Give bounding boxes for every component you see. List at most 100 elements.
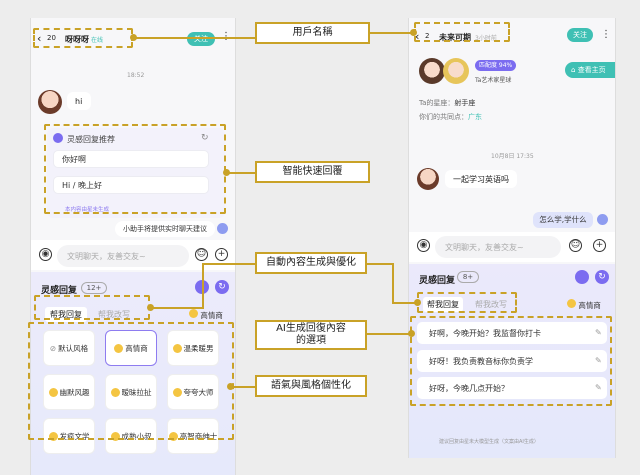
style-label: 高情商 xyxy=(125,343,148,353)
my-avatar[interactable] xyxy=(419,58,445,84)
match-badge: 匹配度 94% xyxy=(475,60,517,71)
common-value: 广东 xyxy=(468,113,482,121)
callout-ai-options: AI生成回復內容 的選項 xyxy=(255,320,367,350)
edit-icon[interactable]: ✎ xyxy=(595,383,602,392)
connector-dot xyxy=(223,169,230,176)
message-time: 10月8日 17:35 xyxy=(491,153,534,160)
connector-line xyxy=(392,263,394,303)
highlight-left-username xyxy=(33,28,133,48)
connector-dot xyxy=(227,383,234,390)
voice-icon[interactable]: ◉ xyxy=(39,248,52,261)
edit-icon[interactable]: ✎ xyxy=(595,328,602,337)
style-gentleman[interactable]: 高智商绅士 xyxy=(167,418,219,454)
emoji-icon xyxy=(172,343,182,353)
relation-label: Ta艺术家星球 xyxy=(475,77,512,84)
reply-option[interactable]: 好呀，今晚几点开始？ xyxy=(417,377,607,399)
callout-tone-style: 語氣與風格個性化 xyxy=(255,375,367,397)
settings-icon[interactable] xyxy=(575,270,589,284)
message-input[interactable]: 文明聊天，友善交友~ xyxy=(57,245,189,267)
style-default[interactable]: ⊘默认风格 xyxy=(43,330,95,366)
left-chat-screen: ‹ 20 呀呀呀 在线 关注 ⋮ 18:52 hi 灵感回复推荐 ↻ 你好啊 H… xyxy=(30,18,236,475)
tab-polish[interactable]: 帮我改写 xyxy=(475,300,507,309)
mood-label: 高情商 xyxy=(200,311,223,320)
connector-line xyxy=(230,386,256,388)
zodiac-value: 射手座 xyxy=(454,99,476,107)
connector-dot xyxy=(414,299,421,306)
emoji-icon xyxy=(48,431,58,441)
refresh-icon[interactable]: ↻ xyxy=(215,280,229,294)
connector-line xyxy=(366,263,394,265)
highlight-style-grid xyxy=(28,322,234,440)
assistant-icon xyxy=(217,223,228,234)
connector-line xyxy=(133,37,255,39)
suggestion-item[interactable]: 你好啊 xyxy=(53,150,209,168)
user-message: hi xyxy=(67,92,91,110)
connector-dot xyxy=(408,330,415,337)
style-praise[interactable]: 夸夸大师 xyxy=(167,374,219,410)
style-label: 成熟小叔 xyxy=(121,431,152,441)
style-flirty[interactable]: 暧昧拉扯 xyxy=(105,374,157,410)
message-time: 18:52 xyxy=(127,72,145,79)
my-message: 怎么学,学什么 xyxy=(533,212,593,228)
more-icon[interactable]: ⋮ xyxy=(601,29,611,40)
highlight-right-tabs xyxy=(417,292,517,313)
emoji-icon[interactable]: ☺ xyxy=(569,239,582,252)
back-arrow-icon[interactable]: ‹ xyxy=(37,32,42,45)
user-avatar[interactable] xyxy=(38,90,62,114)
connector-dot xyxy=(130,34,137,41)
callout-quick-reply: 智能快速回覆 xyxy=(255,161,370,183)
partner-message: 一起学习英语吗 xyxy=(445,170,517,188)
emoji-icon[interactable]: ☺ xyxy=(195,248,208,261)
home-icon: ⌂ xyxy=(571,66,576,74)
suggestion-item[interactable]: Hi / 晚上好 xyxy=(53,176,209,194)
emoji-icon xyxy=(110,387,120,397)
visit-profile-button[interactable]: ⌂ 查看主页 xyxy=(565,62,615,78)
emoji-icon xyxy=(48,387,58,397)
message-input[interactable]: 文明聊天，友善交友~ xyxy=(435,236,561,258)
emoji-icon xyxy=(172,387,182,397)
style-label: 暧昧拉扯 xyxy=(121,387,152,397)
mood-selector[interactable]: 高情商 xyxy=(189,309,223,321)
connector-line xyxy=(150,307,204,309)
reply-option[interactable]: 好啊，今晚开始？我监督你打卡 xyxy=(417,322,607,344)
emoji-icon xyxy=(114,343,124,353)
style-humor[interactable]: 幽默风趣 xyxy=(43,374,95,410)
style-mature[interactable]: 成熟小叔 xyxy=(105,418,157,454)
reply-text: 好呀，今晚几点开始？ xyxy=(429,383,509,393)
visit-label: 查看主页 xyxy=(577,66,606,74)
partner-avatar-small[interactable] xyxy=(417,168,439,190)
plus-icon[interactable]: + xyxy=(593,239,606,252)
more-icon[interactable]: ⋮ xyxy=(221,32,231,42)
callout-auto-generate: 自動內容生成與優化 xyxy=(255,252,367,274)
reply-option[interactable]: 好呀！我负责教音标你负责学 xyxy=(417,350,607,372)
mood-selector[interactable]: 高情商 xyxy=(567,299,601,311)
highlight-quick-reply xyxy=(44,124,226,214)
connector-line xyxy=(202,263,204,309)
style-label: 夸夸大师 xyxy=(183,387,214,397)
smile-emoji-icon xyxy=(189,309,198,318)
refresh-icon[interactable]: ↻ xyxy=(595,270,609,284)
style-crazy[interactable]: 发疯文学 xyxy=(43,418,95,454)
plus-icon[interactable]: + xyxy=(215,248,228,261)
follow-button[interactable]: 关注 xyxy=(187,32,215,46)
follow-button[interactable]: 关注 xyxy=(567,28,593,42)
back-arrow-icon[interactable]: ‹ xyxy=(415,30,420,43)
style-label: 默认风格 xyxy=(58,343,89,353)
common-label: 你们的共同点： xyxy=(419,113,468,121)
style-high-eq[interactable]: 高情商 xyxy=(105,330,157,366)
edit-icon[interactable]: ✎ xyxy=(595,356,602,365)
ai-footnote: 建议回复由星未大模型生成（文案由AI生成） xyxy=(439,439,539,445)
emoji-icon xyxy=(168,431,178,441)
style-gentle[interactable]: 温柔暖男 xyxy=(167,330,219,366)
sheet-title: 灵感回复 xyxy=(419,276,456,286)
tab-polish[interactable]: 帮我改写 xyxy=(98,310,130,319)
zodiac-row: Ta的星座：射手座 xyxy=(419,98,475,108)
refresh-icon[interactable]: ↻ xyxy=(201,133,209,143)
reply-text: 好啊，今晚开始？我监督你打卡 xyxy=(429,328,541,338)
count-badge: 8+ xyxy=(457,271,479,283)
chat-username: 未来可期 xyxy=(439,33,471,42)
voice-icon[interactable]: ◉ xyxy=(417,239,430,252)
partner-avatar[interactable] xyxy=(443,58,469,84)
tab-help-reply[interactable]: 帮我回复 xyxy=(423,297,463,312)
style-label: 发疯文学 xyxy=(59,431,90,441)
